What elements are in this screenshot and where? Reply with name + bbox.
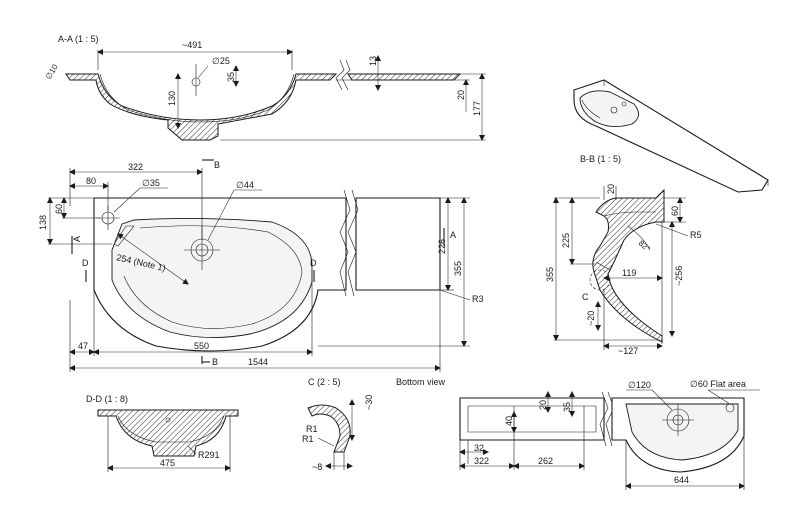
section-dd-profile (97, 409, 239, 457)
section-bb-view: B-B (1 : 5) C 20 60 R5 82° 225 355 119 (545, 154, 702, 356)
dim-aa-35: 35 (226, 72, 236, 82)
dim-bottom-644: 644 (674, 475, 689, 485)
dim-bb-20: 20 (606, 184, 616, 194)
dim-bb-256: ~256 (674, 266, 684, 286)
dim-bb-angle: 82° (637, 239, 652, 254)
dim-aa-130: 130 (167, 91, 177, 106)
dim-plan-47: 47 (78, 341, 88, 351)
dim-c-r1b: R1 (302, 434, 314, 444)
dim-plan-hole44: ∅44 (236, 180, 254, 190)
dim-aa-radius: ∅10 (44, 62, 60, 81)
cut-b-top: B (214, 160, 220, 170)
dim-bottom-hole120: ∅120 (628, 380, 651, 390)
section-dd-title: D-D (1 : 8) (86, 394, 128, 404)
detail-c-view: C (2 : 5) ~30 R1 R1 ~8 (302, 377, 374, 472)
dim-aa-20: 20 (456, 90, 466, 100)
section-bb-title: B-B (1 : 5) (580, 154, 621, 164)
dim-bb-119: 119 (622, 268, 636, 278)
plan-view: 322 B 80 ∅35 ∅44 60 138 A D D 254 (Note (38, 159, 484, 372)
dim-plan-226: 226 (437, 239, 447, 254)
dim-dd-r291: R291 (198, 450, 220, 460)
cut-d-right: D (310, 258, 317, 268)
dim-bb-60: 60 (670, 206, 680, 216)
dim-bottom-20: 20 (538, 400, 548, 410)
dim-bottom-32: 32 (474, 443, 484, 453)
dim-plan-60: 60 (54, 204, 64, 214)
bottom-outline-left (459, 397, 605, 441)
dim-plan-138: 138 (38, 215, 48, 230)
section-aa-view: A-A (1 : 5) ~491 ∅25 35 130 ∅10 13 (44, 34, 486, 141)
dim-bb-r5: R5 (690, 230, 702, 240)
cut-a-left: A (72, 236, 82, 242)
dim-bottom-322: 322 (474, 456, 489, 466)
dim-bb-127: ~127 (618, 346, 638, 356)
dim-plan-355: 355 (453, 261, 463, 276)
dim-c-r1a: R1 (306, 424, 318, 434)
dim-plan-550: 550 (194, 341, 209, 351)
detail-c-label: C (582, 292, 589, 302)
bottom-view: Bottom view ∅120 ∅60 Flat area 20 35 40 (396, 377, 760, 490)
section-aa-title: A-A (1 : 5) (58, 34, 99, 44)
dim-bb-20b: ~20 (586, 311, 596, 326)
detail-c-title: C (2 : 5) (308, 377, 341, 387)
dim-bottom-262: 262 (538, 456, 553, 466)
section-bb-profile (592, 188, 665, 343)
dim-plan-1544: 1544 (248, 357, 268, 367)
dim-aa-177: 177 (472, 101, 482, 116)
section-aa-profile (65, 73, 338, 141)
dim-bottom-flat: ∅60 Flat area (690, 379, 746, 389)
dim-plan-r3: R3 (472, 294, 484, 304)
cut-a-right: A (450, 230, 456, 240)
dim-aa-13: 13 (368, 56, 378, 66)
dim-plan-80: 80 (86, 176, 96, 186)
dim-c-8: ~8 (312, 462, 322, 472)
dim-plan-hole35: ∅35 (142, 178, 160, 188)
dim-c-30: ~30 (364, 395, 374, 410)
section-dd-view: D-D (1 : 8) R291 475 (86, 394, 239, 472)
cut-b-bottom: B (212, 357, 218, 367)
section-aa-slab (347, 73, 462, 81)
dim-bb-355: 355 (545, 267, 555, 282)
plan-outline-right (355, 197, 441, 291)
dim-bb-225: 225 (561, 233, 571, 248)
dim-aa-hole: ∅25 (212, 56, 230, 66)
dim-bottom-35: 35 (562, 402, 572, 412)
dim-bottom-40: 40 (504, 416, 514, 426)
dim-plan-322: 322 (128, 162, 143, 172)
isometric-view (573, 79, 769, 193)
cut-d-left: D (82, 258, 89, 268)
bottom-view-title: Bottom view (396, 377, 446, 387)
dim-aa-width: ~491 (182, 40, 202, 50)
dim-dd-475: 475 (160, 458, 175, 468)
